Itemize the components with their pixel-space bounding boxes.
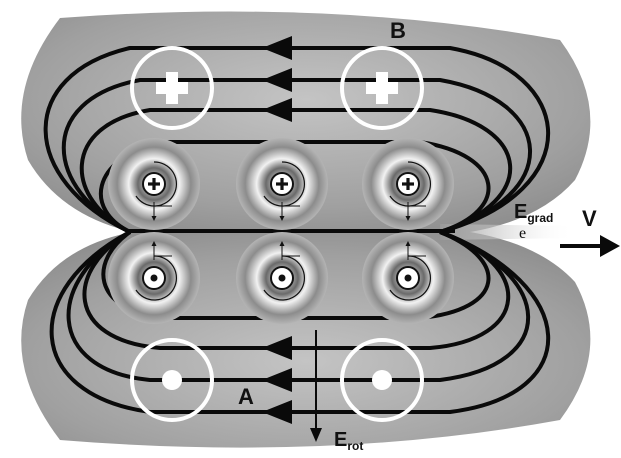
label-b: B bbox=[390, 18, 406, 43]
vortex-dot bbox=[236, 232, 328, 324]
arrowhead-icon bbox=[600, 235, 620, 257]
arrows-top bbox=[262, 36, 292, 122]
arrows-bottom bbox=[262, 336, 292, 424]
vortex-plus bbox=[108, 138, 200, 230]
vortex-plus bbox=[236, 138, 328, 230]
velocity-arrow bbox=[560, 235, 620, 257]
vortex-dot bbox=[362, 232, 454, 324]
label-a: A bbox=[238, 384, 254, 409]
label-e-small: e bbox=[519, 225, 526, 242]
vortex-plus bbox=[362, 138, 454, 230]
vortex-dot bbox=[108, 232, 200, 324]
label-velocity: V bbox=[582, 206, 597, 231]
